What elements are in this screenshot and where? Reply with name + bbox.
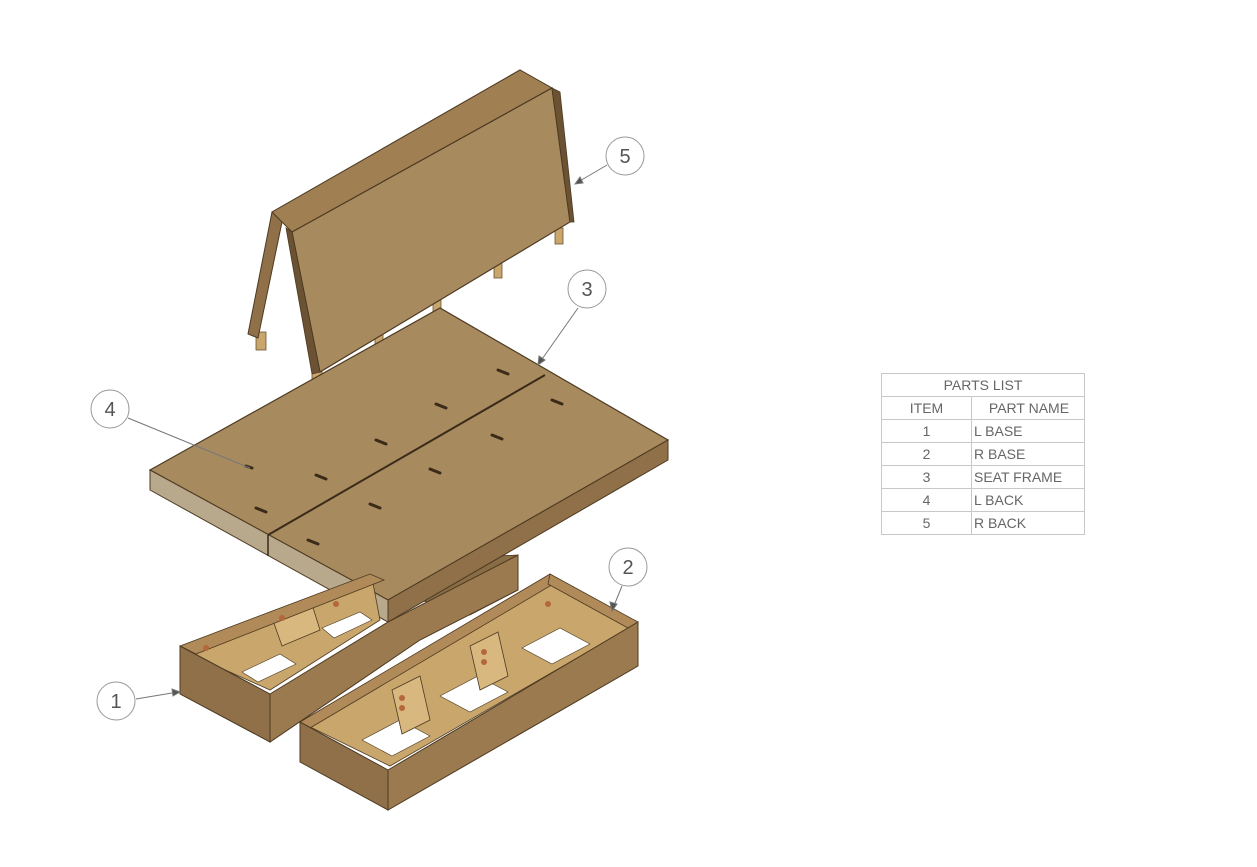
r-base-divider: [391, 675, 431, 735]
row-item: 4: [881, 488, 972, 512]
leader-4: [127, 417, 251, 469]
row-item: 5: [881, 511, 972, 535]
arrow-5: [573, 176, 584, 185]
row-item: 2: [881, 442, 972, 466]
table-row: 5 R BACK: [881, 511, 1085, 535]
balloon-5-label: 5: [619, 146, 630, 168]
row-part-name: R BACK: [971, 511, 1085, 535]
leader-3: [539, 307, 579, 363]
r-base-gap: [521, 627, 591, 665]
balloon-4-label: 4: [104, 399, 115, 421]
header-part-name: PART NAME: [971, 396, 1085, 420]
table-row: 3 SEAT FRAME: [881, 465, 1085, 489]
r-back-edge: [285, 227, 321, 375]
back-leg: [255, 331, 267, 351]
backrest-assembly: [247, 69, 575, 384]
balloon-2: 2: [608, 547, 648, 587]
row-part-name: L BACK: [971, 488, 1085, 512]
balloon-1-label: 1: [110, 691, 121, 713]
arrow-2: [609, 601, 618, 613]
parts-list-title-row: PARTS LIST: [881, 373, 1085, 397]
r-base-divider: [469, 631, 509, 691]
seat-slots: [244, 368, 564, 546]
r-base: [203, 573, 639, 811]
balloon-5: 5: [605, 136, 645, 176]
l-base-side: [269, 554, 519, 743]
leader-5: [577, 164, 608, 183]
r-base-side: [387, 621, 639, 811]
parts-list-table: PARTS LIST ITEM PART NAME 1 L BASE 2 R B…: [881, 373, 1085, 535]
l-base-gap: [321, 611, 373, 639]
seat-seam: [267, 374, 546, 536]
r-base-dowels: [203, 601, 551, 711]
row-item: 1: [881, 419, 972, 443]
balloon-1: 1: [96, 681, 136, 721]
balloon-2-label: 2: [622, 557, 633, 579]
balloon-4: 4: [90, 389, 130, 429]
leader-1: [135, 691, 179, 700]
seat-frame: [148, 307, 670, 623]
row-part-name: L BASE: [971, 419, 1085, 443]
arrow-1: [171, 688, 182, 697]
l-base: [179, 554, 519, 743]
r-back-edge: [551, 87, 575, 223]
leader-lines: [127, 164, 623, 700]
table-row: 1 L BASE: [881, 419, 1085, 443]
table-row: 4 L BACK: [881, 488, 1085, 512]
r-base-gap: [439, 675, 509, 713]
header-item: ITEM: [881, 396, 972, 420]
parts-list-title: PARTS LIST: [881, 373, 1085, 397]
r-base-gap: [361, 719, 431, 757]
table-row: 2 R BASE: [881, 442, 1085, 466]
arrow-3: [537, 355, 546, 367]
row-item: 3: [881, 465, 972, 489]
parts-list-header-row: ITEM PART NAME: [881, 396, 1085, 420]
seat-edge-right: [387, 439, 669, 623]
l-base-gap: [241, 653, 297, 683]
balloon-3: 3: [567, 269, 607, 309]
row-part-name: R BASE: [971, 442, 1085, 466]
row-part-name: SEAT FRAME: [971, 465, 1085, 489]
balloon-3-label: 3: [581, 279, 592, 301]
